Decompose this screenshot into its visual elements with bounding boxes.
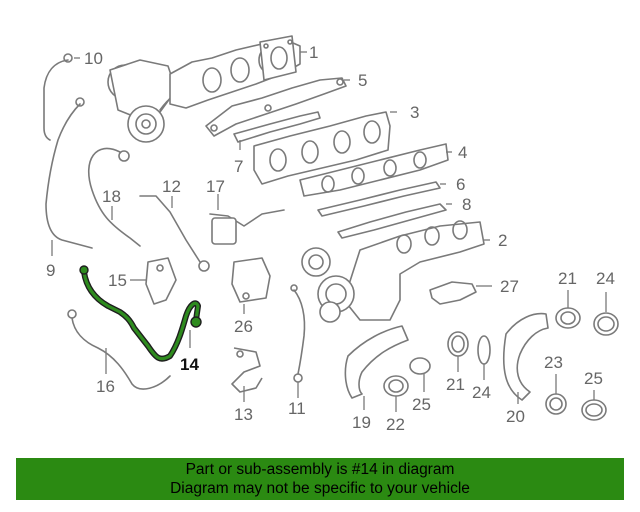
callout-21a: 21 bbox=[558, 269, 577, 288]
line-17 bbox=[209, 209, 285, 245]
callout-11: 11 bbox=[288, 399, 306, 418]
parts-diagram: 1 2 3 4 5 6 7 8 9 10 11 12 13 14 15 16 1… bbox=[43, 35, 619, 434]
gasket-7 bbox=[233, 111, 321, 143]
callout-19: 19 bbox=[352, 413, 371, 432]
lower-turbo-manifold bbox=[301, 220, 485, 323]
banner-line-1: Part or sub-assembly is #14 in diagram bbox=[185, 461, 455, 478]
callout-25b: 25 bbox=[584, 369, 603, 388]
heat-shield-26 bbox=[231, 257, 271, 303]
clamps-right bbox=[545, 307, 619, 421]
callout-26: 26 bbox=[234, 317, 253, 336]
callout-3: 3 bbox=[410, 103, 419, 122]
callout-20: 20 bbox=[506, 407, 525, 426]
callout-8: 8 bbox=[462, 195, 471, 214]
manifold-3 bbox=[253, 111, 391, 185]
callout-23: 23 bbox=[544, 353, 563, 372]
callout-25a: 25 bbox=[412, 395, 431, 414]
callout-14: 14 bbox=[180, 355, 199, 374]
callout-labels: 1 2 3 4 5 6 7 8 9 10 11 12 13 14 15 16 1… bbox=[46, 43, 615, 434]
intake-pipe-20 bbox=[502, 312, 549, 401]
gasket-6 bbox=[317, 181, 441, 217]
callout-12: 12 bbox=[162, 177, 181, 196]
bracket-15 bbox=[145, 257, 177, 305]
callout-13: 13 bbox=[234, 405, 253, 424]
callout-15: 15 bbox=[108, 271, 127, 290]
pipe-11 bbox=[290, 284, 306, 383]
bracket-27 bbox=[429, 281, 477, 305]
callout-4: 4 bbox=[458, 143, 467, 162]
intake-pipe-19 bbox=[344, 325, 409, 399]
callout-18: 18 bbox=[102, 187, 121, 206]
line-12 bbox=[139, 195, 210, 272]
callout-1: 1 bbox=[309, 43, 318, 62]
callout-17: 17 bbox=[206, 177, 225, 196]
callout-24a: 24 bbox=[596, 269, 615, 288]
highlighted-part-14 bbox=[79, 265, 202, 362]
upper-turbo-manifold bbox=[107, 35, 301, 143]
callout-5: 5 bbox=[358, 71, 367, 90]
info-banner: Part or sub-assembly is #14 in diagram D… bbox=[16, 458, 624, 500]
heat-shield-4 bbox=[299, 143, 449, 197]
line-16 bbox=[67, 309, 171, 390]
callout-7: 7 bbox=[234, 157, 243, 176]
banner-line-2: Diagram may not be specific to your vehi… bbox=[170, 480, 470, 497]
line-10 bbox=[43, 53, 73, 141]
callout-10: 10 bbox=[84, 49, 103, 68]
line-18 bbox=[87, 147, 141, 247]
callout-22: 22 bbox=[386, 415, 405, 434]
leader-lines bbox=[51, 51, 607, 412]
callout-24b: 24 bbox=[472, 383, 491, 402]
callout-16: 16 bbox=[96, 377, 115, 396]
callout-9: 9 bbox=[46, 261, 55, 280]
callout-27: 27 bbox=[500, 277, 519, 296]
bracket-13 bbox=[231, 347, 263, 393]
callout-6: 6 bbox=[456, 175, 465, 194]
gasket-8 bbox=[337, 203, 447, 239]
clamps-middle bbox=[383, 331, 491, 397]
callout-2: 2 bbox=[498, 231, 507, 250]
line-9 bbox=[45, 97, 93, 249]
callout-21b: 21 bbox=[446, 375, 465, 394]
gasket-5 bbox=[205, 77, 347, 137]
